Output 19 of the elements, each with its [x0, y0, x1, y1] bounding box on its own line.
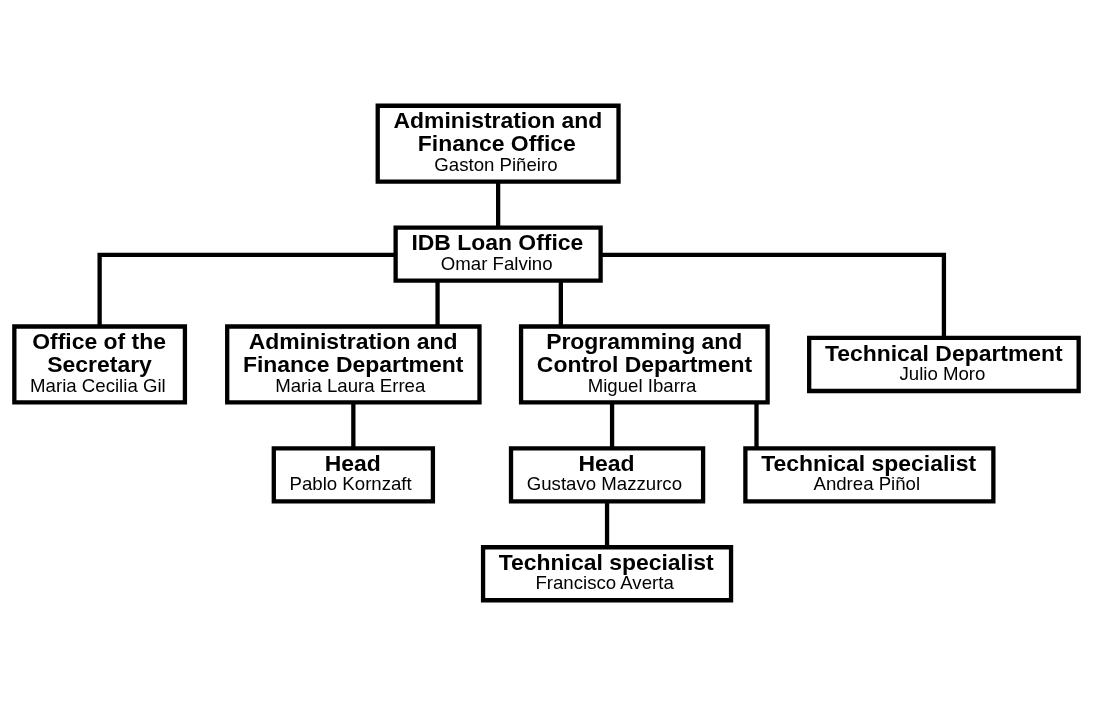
connector: [754, 402, 759, 448]
node-box: Technical specialist Andrea Piñol: [743, 445, 996, 503]
node-box: Technical Department Julio Moro: [807, 335, 1081, 393]
connector: [558, 280, 563, 326]
node-box: Office of the Secretary Maria Cecilia Gil: [12, 323, 188, 405]
node-box: Technical specialist Francisco Averta: [480, 544, 734, 602]
node-box: Programming and Control Department Miguel Ibarra: [518, 323, 770, 405]
node-box: Head Gustavo Mazzurco: [508, 445, 706, 503]
node-box: IDB Loan Office Omar Falvino: [393, 224, 603, 283]
connector: [609, 402, 615, 448]
connector: [495, 181, 501, 227]
connector: [351, 402, 356, 448]
node-box: Head Pablo Kornzaft: [271, 445, 436, 503]
connector: [604, 501, 610, 547]
node-box: Administration and Finance Office Gaston Piñeiro: [375, 103, 621, 184]
connector: [435, 280, 440, 326]
connector: [600, 252, 947, 338]
connector: [97, 252, 396, 326]
node-box: Administration and Finance Department Maria Laura Errea: [225, 323, 482, 405]
